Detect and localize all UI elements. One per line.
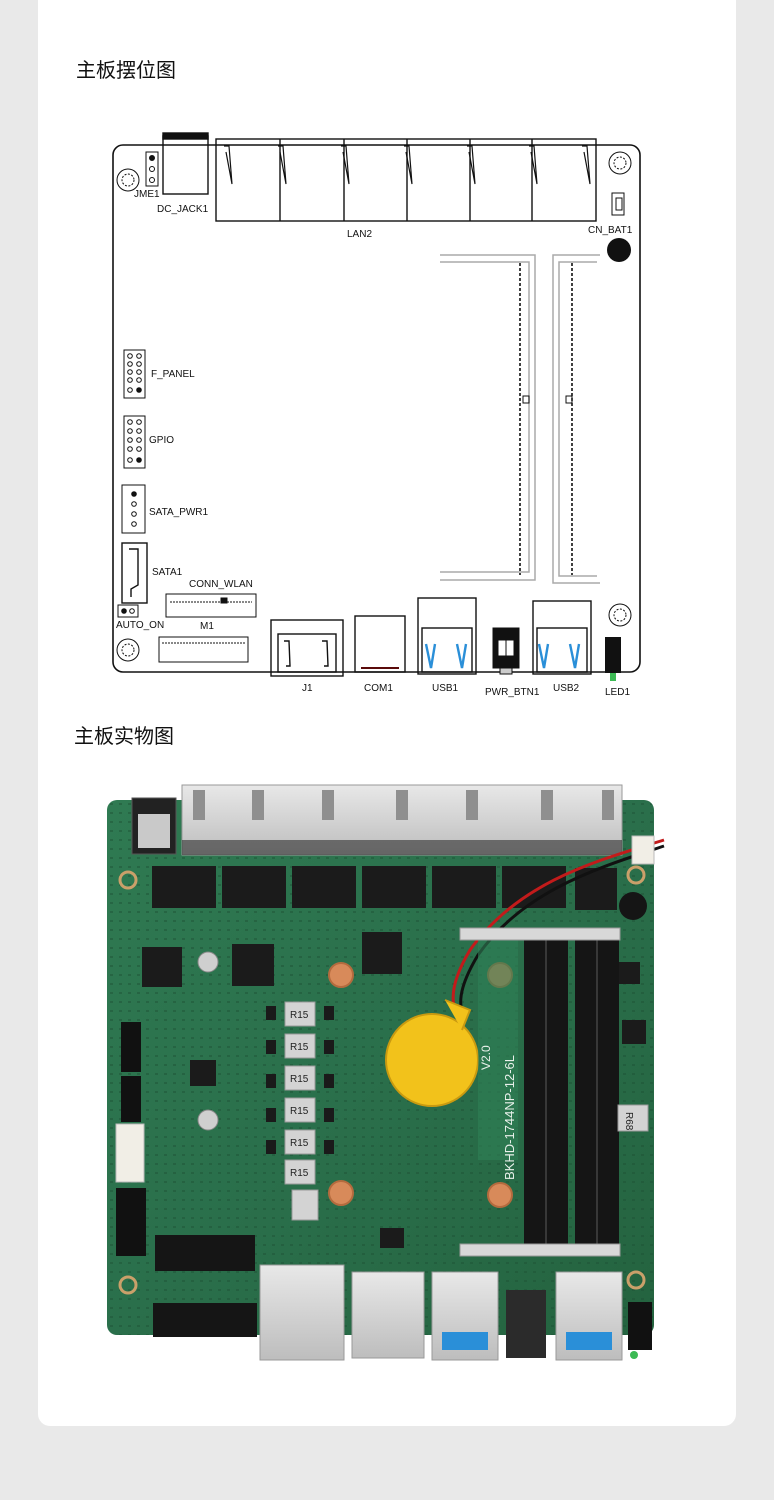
label-j1: J1 [302, 683, 313, 694]
led1-icon [605, 637, 621, 673]
conn-wlan-slot [165, 593, 257, 618]
com1-port [354, 615, 406, 673]
sata1-connector [121, 542, 148, 604]
usb1-port [417, 597, 477, 675]
sodimm-slots [440, 254, 600, 584]
f-panel-header [123, 349, 146, 399]
mounting-hole-icon [116, 151, 632, 662]
label-sata1: SATA1 [152, 567, 183, 578]
auto-on-jumper [117, 604, 139, 618]
sata-pwr1-connector [121, 484, 146, 534]
gpio-header [123, 415, 146, 469]
label-sata-pwr1: SATA_PWR1 [149, 507, 209, 518]
board-outline [112, 144, 641, 673]
label-dc-jack1: DC_JACK1 [157, 204, 209, 215]
label-com1: COM1 [364, 683, 393, 694]
label-auto-on: AUTO_ON [116, 620, 165, 631]
pwr-btn1 [492, 627, 520, 675]
label-conn-wlan: CONN_WLAN [189, 579, 253, 590]
lan-port-block [215, 138, 597, 222]
layout-diagram-title: 主板摆位图 [76, 58, 176, 82]
m1-slot [158, 636, 249, 663]
label-jme1: JME1 [134, 189, 160, 200]
jme1-jumper [145, 151, 159, 187]
label-usb2: USB2 [553, 683, 580, 694]
label-lan2: LAN2 [347, 229, 373, 240]
dc-jack [162, 132, 209, 195]
label-m1: M1 [200, 621, 214, 632]
label-usb1: USB1 [432, 683, 459, 694]
board-layout-diagram [112, 132, 641, 681]
label-led1: LED1 [605, 687, 631, 698]
label-gpio: GPIO [149, 435, 175, 446]
usb2-port [532, 600, 592, 675]
label-pwr-btn1: PWR_BTN1 [485, 687, 540, 698]
cn-bat1-connector [611, 192, 625, 216]
label-f-panel: F_PANEL [151, 369, 195, 380]
label-cn-bat1: CN_BAT1 [588, 225, 633, 236]
j1-port [270, 619, 344, 677]
buzzer-icon [607, 238, 631, 262]
photo-title: 主板实物图 [74, 724, 174, 748]
